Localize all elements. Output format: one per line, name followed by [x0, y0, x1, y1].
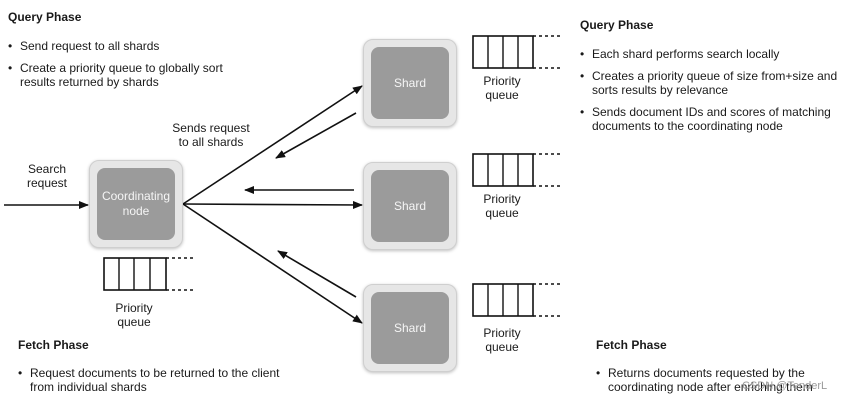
- coordinating-node-label: Coordinating node: [97, 168, 175, 240]
- arrow-from-shard-1: [275, 112, 357, 159]
- left-fetch-phase-bullets: Request documents to be returned to the …: [18, 366, 298, 402]
- bullet-item: Each shard performs search locally: [580, 47, 850, 61]
- left-query-phase-heading: Query Phase: [8, 10, 82, 24]
- shard-label: Shard: [371, 292, 449, 364]
- priority-queue-shard-3: [472, 283, 560, 317]
- priority-queue-shard-2: [472, 153, 560, 187]
- shard-label: Shard: [371, 170, 449, 242]
- arrow-from-shard-3: [277, 250, 357, 298]
- coordinating-node: Coordinating node: [89, 160, 183, 248]
- watermark-text: CSDN @TenderL: [742, 380, 828, 392]
- bullet-item: Create a priority queue to globally sort…: [8, 61, 238, 89]
- bullet-item: Sends document IDs and scores of matchin…: [580, 105, 850, 133]
- priority-queue-label-shard-2: Priority queue: [483, 192, 521, 220]
- bullet-item: Creates a priority queue of size from+si…: [580, 69, 850, 97]
- priority-queue-shard-1: [472, 35, 560, 69]
- right-fetch-phase-bullets: Returns documents requested by the coord…: [596, 366, 836, 402]
- left-query-phase-bullets: Send request to all shards Create a prio…: [8, 39, 238, 97]
- right-query-phase-heading: Query Phase: [580, 18, 654, 32]
- sends-request-label: Sends request to all shards: [172, 121, 250, 149]
- priority-queue-label-coordinating: Priority queue: [115, 301, 153, 329]
- priority-queue-label-shard-1: Priority queue: [483, 74, 521, 102]
- arrow-to-shard-2: [182, 200, 363, 209]
- bullet-item: Request documents to be returned to the …: [18, 366, 298, 394]
- shard-label: Shard: [371, 47, 449, 119]
- left-fetch-phase-heading: Fetch Phase: [18, 338, 89, 352]
- right-query-phase-bullets: Each shard performs search locally Creat…: [580, 47, 850, 141]
- right-fetch-phase-heading: Fetch Phase: [596, 338, 667, 352]
- arrow-to-shard-1: [182, 85, 363, 205]
- shard-1: Shard: [363, 39, 457, 127]
- arrow-to-shard-3: [182, 203, 363, 324]
- search-request-label: Search request: [26, 162, 68, 190]
- priority-queue-label-shard-3: Priority queue: [483, 326, 521, 354]
- bullet-item: Returns documents requested by the coord…: [596, 366, 836, 394]
- shard-2: Shard: [363, 162, 457, 250]
- priority-queue-coordinating: [103, 257, 193, 291]
- shard-3: Shard: [363, 284, 457, 372]
- bullet-item: Send request to all shards: [8, 39, 238, 53]
